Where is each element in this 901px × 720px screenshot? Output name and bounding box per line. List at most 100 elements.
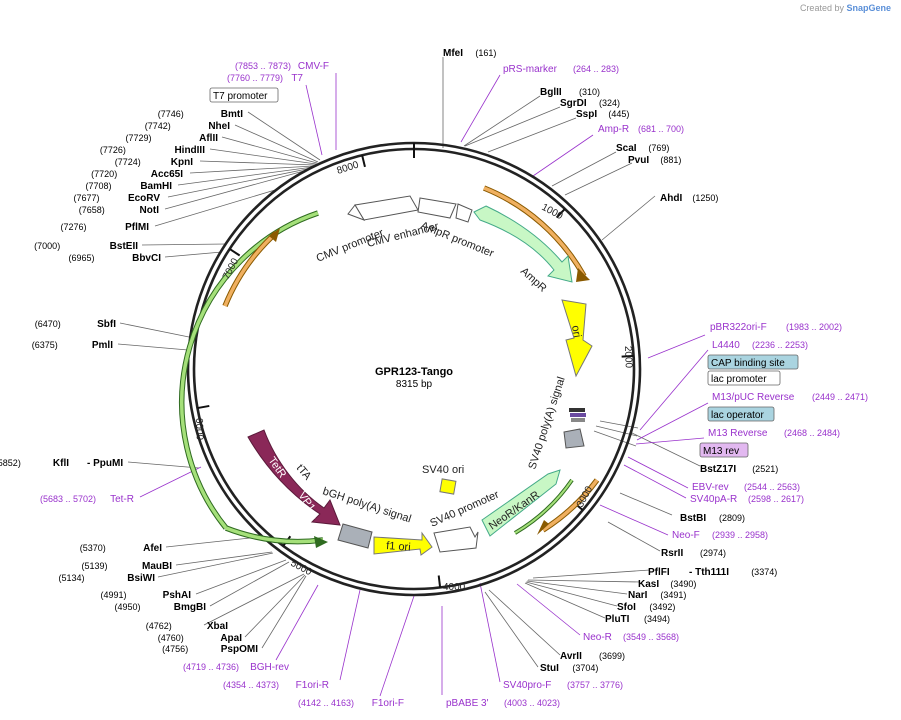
enzyme-label: MauBI	[142, 561, 172, 572]
enzyme-label: KasI	[638, 579, 659, 590]
enzyme-position: (6965)	[68, 253, 94, 263]
enzyme-position: (7276)	[60, 222, 86, 232]
primer-range: (2598 .. 2617)	[748, 494, 804, 504]
enzyme-label: SfoI	[617, 602, 636, 613]
enzyme-position: (1250)	[692, 193, 718, 203]
feature-box	[707, 406, 775, 422]
enzyme-position: (3494)	[644, 614, 670, 624]
primer-label: M13 Reverse	[708, 428, 768, 439]
enzyme-label: PmlI	[92, 340, 113, 351]
enzyme-position: (445)	[608, 109, 629, 119]
primer-label: pBR322ori-F	[710, 322, 767, 333]
feature-box	[209, 87, 279, 103]
primer-range: (4719 .. 4736)	[183, 662, 239, 672]
tick-mark	[197, 404, 210, 410]
enzyme-label: PshAI	[163, 590, 192, 601]
sv40-promoter-arrow	[433, 526, 479, 553]
enzyme-position: (4991)	[100, 590, 126, 600]
enzyme-label: AhdI	[660, 193, 682, 204]
primer-label: Amp-R	[598, 124, 629, 135]
enzyme-position: (769)	[648, 143, 669, 153]
tick-mark	[361, 154, 366, 168]
enzyme-label: ApaI	[220, 633, 242, 644]
tta-outer-arc-2-fill	[225, 526, 324, 544]
label-sv40pa: SV40 poly(A) signal	[526, 375, 567, 471]
enzyme-position: (5139)	[81, 561, 107, 571]
ampr-promoter-arrow	[455, 203, 473, 223]
enzyme-label: MfeI	[443, 48, 463, 59]
label-ori: ori	[569, 324, 583, 338]
primer-range: (1983 .. 2002)	[786, 322, 842, 332]
enzyme-label: HindIII	[174, 145, 205, 156]
tick-mark	[555, 208, 566, 219]
credit-prefix: Created by	[799, 3, 844, 13]
enzyme-position: (4760)	[158, 633, 184, 643]
tick-mark	[437, 575, 442, 588]
enzyme-label: NarI	[628, 590, 648, 601]
enzyme-position: (5852)	[0, 458, 21, 468]
enzyme-position: (2974)	[700, 548, 726, 558]
primer-label: Tet-R	[110, 494, 134, 505]
enzyme-label: BamHI	[140, 181, 172, 192]
enzyme-position: (4950)	[114, 602, 140, 612]
ampr-outer-arc-fill	[483, 186, 586, 277]
primer-range: (2939 .. 2958)	[712, 530, 768, 540]
enzyme-label: Acc65I	[151, 169, 183, 180]
enzyme-label: SspI	[576, 109, 597, 120]
enzyme-position: (5370)	[80, 543, 106, 553]
enzyme-label: BsiWI	[127, 573, 155, 584]
cmv-outer-arc-fill	[223, 231, 278, 307]
primer-label: M13/pUC Reverse	[712, 392, 795, 403]
ampr-arc-head	[576, 268, 590, 282]
primer-label: Neo-F	[672, 530, 700, 541]
primer-range: (4003 .. 4023)	[504, 698, 560, 708]
enzyme-position: (4756)	[162, 644, 188, 654]
feature-box-label: lac operator	[711, 410, 764, 421]
enzyme-label: ScaI	[616, 143, 637, 154]
enzyme-position: (3490)	[670, 579, 696, 589]
f1-ori-arrow	[373, 531, 433, 556]
enzyme-label: SbfI	[97, 319, 116, 330]
enzyme-position: (7726)	[100, 145, 126, 155]
ori-arrow	[561, 299, 593, 378]
feature-box-label: CAP binding site	[711, 358, 785, 369]
primer-range: (2449 .. 2471)	[812, 392, 868, 402]
primer-label: EBV-rev	[692, 482, 729, 493]
primer-range: (3757 .. 3776)	[567, 680, 623, 690]
enzyme-position: (3699)	[599, 651, 625, 661]
tick-mark	[229, 248, 241, 257]
sv40pa-box	[563, 428, 585, 449]
enzyme-label: PflMI	[125, 222, 149, 233]
enzyme-position: (3374)	[751, 567, 777, 577]
label-f1-ori: f1 ori	[386, 540, 411, 554]
label-sv40-ori: SV40 ori	[422, 464, 464, 476]
primer-leader-lines	[139, 73, 709, 697]
primer-range: (681 .. 700)	[638, 124, 684, 134]
primer-range: (2236 .. 2253)	[752, 340, 808, 350]
tta-arrow	[247, 429, 341, 526]
enzyme-label: BbvCI	[132, 253, 161, 264]
enzyme-position: (7729)	[125, 133, 151, 143]
enzyme-position: (6470)	[35, 319, 61, 329]
enzyme-label: BstEII	[110, 241, 139, 252]
sv40-ori-box	[439, 478, 457, 495]
enzyme-label: BstZ17I	[700, 464, 736, 475]
feature-box-label: lac promoter	[711, 374, 767, 385]
plasmid-size: 8315 bp	[396, 379, 433, 390]
cmv-enhancer-head	[347, 204, 366, 221]
feature-box-label: T7 promoter	[213, 91, 268, 102]
leader-lines	[117, 57, 701, 668]
ampr-arrow	[473, 205, 573, 283]
enzyme-label: PflFI	[648, 567, 670, 578]
primer-label: SV40pA-R	[690, 494, 737, 505]
primer-label: F1ori-F	[372, 698, 404, 709]
primer-label: BGH-rev	[250, 662, 289, 673]
enzyme-position: (7724)	[115, 157, 141, 167]
primer-range: (7853 .. 7873)	[235, 61, 291, 71]
tick-mark	[621, 354, 634, 358]
enzyme-label: PspOMI	[221, 644, 258, 655]
enzyme-label: BmgBI	[174, 602, 206, 613]
tick-label-2000: 2000	[622, 346, 634, 369]
enzyme-position: (7000)	[34, 241, 60, 251]
